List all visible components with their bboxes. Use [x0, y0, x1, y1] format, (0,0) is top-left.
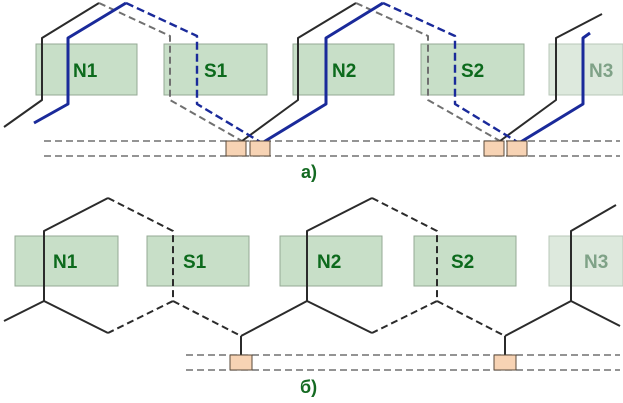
- figure-a-winding-blue-2-return: [382, 1, 520, 145]
- figure-b-coil-3-solid: [504, 204, 617, 337]
- figure-a-winding-blue-3: [518, 31, 591, 145]
- figure-b-pole-label-s2: S2: [451, 252, 474, 273]
- figure-b-pole-label-n3: N3: [584, 252, 608, 273]
- figure-b-coil-2-dashed: [371, 197, 438, 334]
- figure-b-terminal-2: [493, 354, 517, 371]
- figure-b-pole-n2: [279, 235, 383, 287]
- figure-a-terminal-1b: [249, 140, 271, 157]
- figure-b-coil-1-lead-left: [3, 300, 45, 322]
- figure-a-pole-label-n2: N2: [332, 61, 356, 82]
- figure-b-terminal-1: [229, 354, 253, 371]
- figure-a-winding-dark-3: [499, 13, 603, 142]
- figure-b-coil-3-lead-right: [570, 300, 621, 327]
- figure-a-winding-blue-return: [125, 1, 263, 145]
- figure-a-caption: а): [301, 162, 317, 182]
- figure-b-pole-s1: [146, 235, 250, 287]
- figure-a-winding-blue-2: [261, 1, 384, 145]
- figure-b-coil-2-lead-left: [240, 300, 308, 337]
- figure-a-terminal-2a: [483, 140, 505, 157]
- figure-a-pole-label-s2: S2: [461, 61, 484, 82]
- figure-b-coil-2-lead-right: [436, 300, 506, 337]
- figure-a-winding-dark-return: [98, 2, 243, 142]
- figure-b: N1 S1 N2 S2 N3 б): [3, 197, 623, 397]
- figure-a-pole-label-n3: N3: [589, 61, 613, 82]
- figure-b-pole-label-n2: N2: [317, 252, 341, 273]
- figure-a-winding-blue: [33, 1, 127, 125]
- figure-a-pole-n2: [292, 43, 395, 96]
- figure-b-caption: б): [300, 377, 317, 397]
- figure-a-pole-s1: [163, 43, 268, 96]
- figure-a-pole-n3: [548, 43, 623, 96]
- figure-a-pole-label-s1: S1: [204, 61, 228, 82]
- figure-a-winding-dark-2: [241, 2, 357, 142]
- figure-b-coil-2-solid: [306, 197, 373, 334]
- figure-b-pole-n3: [548, 235, 623, 287]
- figure-a-terminal-2b: [506, 140, 528, 157]
- figure-a-terminal-1a: [225, 140, 247, 157]
- figure-a-winding-dark: [3, 2, 100, 128]
- figure-a-pole-n1: [35, 43, 138, 96]
- figure-b-pole-label-s1: S1: [183, 252, 207, 273]
- figure-b-pole-label-n1: N1: [53, 252, 78, 273]
- figure-a: N1 S1 N2 S2 N3 а): [3, 1, 623, 182]
- figure-b-coil-1-dashed: [107, 197, 174, 334]
- figure-a-pole-s2: [420, 43, 525, 96]
- figure-a-winding-dark-2-return: [355, 2, 501, 142]
- figure-b-coil-1-solid: [43, 197, 109, 334]
- figure-b-pole-s2: [413, 235, 517, 287]
- figure-b-pole-n1: [14, 235, 119, 287]
- figure-b-coil-1-lead-right: [172, 300, 242, 337]
- figure-a-pole-label-n1: N1: [73, 61, 98, 82]
